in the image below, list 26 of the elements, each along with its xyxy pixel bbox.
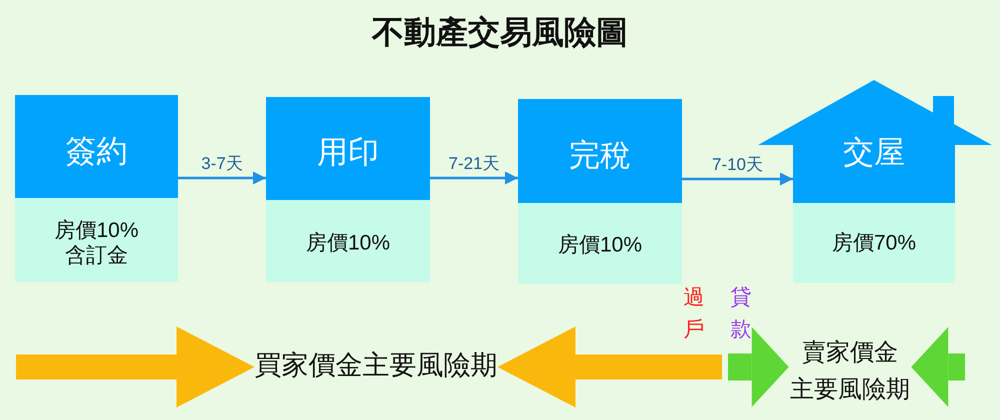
stage-title: 用印: [317, 133, 379, 171]
diagram-title: 不動產交易風險圖: [372, 13, 628, 52]
period-label: 買家價金主要風險期: [254, 348, 498, 382]
stage-card: [15, 95, 178, 282]
arrow: [682, 172, 793, 186]
block-arrow: [911, 327, 965, 407]
edge-label: 7-10天: [710, 155, 766, 175]
stage-title: 完稅: [569, 136, 631, 174]
stage-title: 簽約: [66, 132, 128, 170]
arrow: [178, 172, 266, 184]
block-arrow: [728, 327, 789, 407]
stage-card: [266, 97, 430, 282]
stage-card: [518, 99, 682, 284]
block-arrow: [498, 326, 722, 408]
edge-label: 3-7天: [199, 154, 245, 174]
stage-amount: 房價70%: [832, 230, 916, 256]
block-arrow: [16, 326, 254, 408]
stage-amount: 房價10%含訂金: [53, 218, 140, 268]
milestone-label: 過戶: [684, 284, 704, 342]
stage-amount: 房價10%: [306, 230, 390, 256]
period-label: 賣家價金主要風險期: [788, 334, 912, 408]
stage-amount: 房價10%: [558, 232, 642, 258]
milestone-label: 貸款: [730, 284, 752, 342]
edge-label: 7-21天: [446, 154, 502, 174]
arrow: [430, 172, 518, 184]
stage-title: 交屋: [843, 133, 905, 171]
